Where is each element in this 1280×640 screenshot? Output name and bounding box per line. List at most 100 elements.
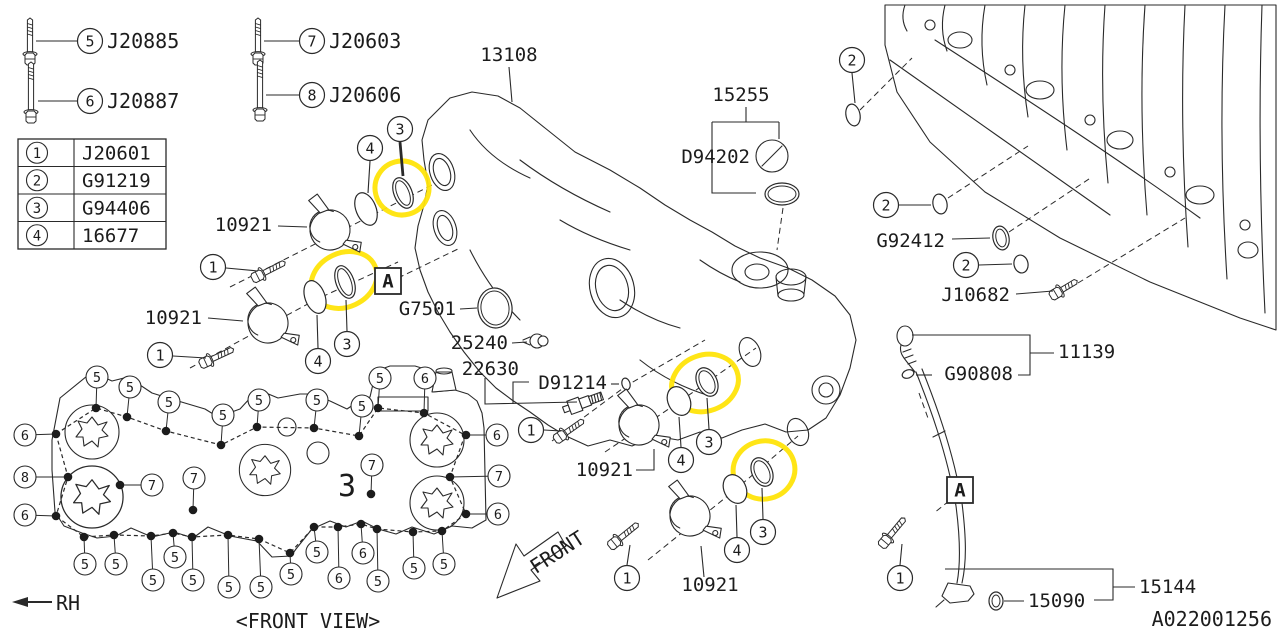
callout-number: 5 xyxy=(189,573,197,589)
leader-line xyxy=(636,449,655,471)
bolt-dot xyxy=(309,522,319,532)
legend-part: J20601 xyxy=(82,142,151,164)
callout-circle xyxy=(366,569,390,593)
callout-number: 5 xyxy=(165,395,173,411)
callout-circle xyxy=(386,115,414,143)
bolt-thread xyxy=(220,351,223,358)
axis-line xyxy=(859,57,913,111)
bolt-thread xyxy=(629,527,633,533)
callout-circle xyxy=(13,503,37,527)
front-label: FRONT xyxy=(525,526,589,579)
bolt-thread xyxy=(574,423,577,429)
bolt-thread xyxy=(27,23,33,26)
callout-circle xyxy=(140,473,164,497)
callout-leader xyxy=(172,355,207,359)
legend-num-circle xyxy=(25,224,49,247)
callout-circle xyxy=(327,566,351,590)
temp-sensor-drawing xyxy=(561,391,605,415)
callout-circle xyxy=(838,46,866,74)
bolt-dot xyxy=(223,530,233,540)
bolt-thread xyxy=(892,528,896,534)
bolt-dot xyxy=(461,509,471,519)
callout-circle xyxy=(182,466,206,490)
callout-circle xyxy=(157,390,181,414)
bolt-dot xyxy=(122,412,132,422)
o-ring xyxy=(988,591,1004,611)
callout-circle xyxy=(76,27,104,55)
callout-circle xyxy=(723,536,751,564)
leader-line xyxy=(945,568,1114,601)
bolt-head-line xyxy=(556,432,564,442)
bolt-dot xyxy=(419,408,429,418)
bolt-dot xyxy=(168,528,178,538)
bolt-dot xyxy=(187,532,197,542)
bolt-thread xyxy=(272,265,275,271)
bolt-dot xyxy=(333,522,343,532)
part-label: G7501 xyxy=(399,298,456,320)
bolt-dot xyxy=(115,480,125,490)
callout-circle xyxy=(146,341,174,369)
cam-sensor xyxy=(238,278,303,357)
legend-num: 4 xyxy=(33,228,41,244)
bolt-icon xyxy=(607,522,639,551)
legend-part: 16677 xyxy=(82,225,139,247)
leader-line xyxy=(207,317,244,322)
callout-leader xyxy=(367,160,371,194)
o-ring xyxy=(666,386,692,416)
rh-label: RH xyxy=(56,591,80,615)
callout-leader xyxy=(345,299,348,332)
cam-sensor xyxy=(660,471,725,550)
callout-number: 6 xyxy=(359,546,367,562)
bolt-thread xyxy=(28,74,34,77)
bolt-thread xyxy=(257,75,263,79)
o-ring xyxy=(845,103,861,127)
callout-number: 6 xyxy=(421,371,429,387)
bolt-icon xyxy=(23,61,39,124)
bolt-thread xyxy=(275,263,278,270)
callout-leader xyxy=(761,487,764,520)
bolt-thread xyxy=(255,26,261,30)
callout-number: 6 xyxy=(85,93,94,111)
callout-circle xyxy=(247,388,271,412)
callout-leader xyxy=(851,72,856,104)
axis-line xyxy=(776,207,784,251)
axis-line xyxy=(604,347,757,453)
part-label: 15144 xyxy=(1139,576,1196,598)
legend-num-circle xyxy=(25,196,49,219)
bolt-head-line xyxy=(880,538,889,546)
bolt-head-line xyxy=(202,357,208,367)
callout-number: 5 xyxy=(81,557,89,573)
callout-circle xyxy=(749,518,777,546)
cam-sensor xyxy=(609,380,674,459)
part-label: D91214 xyxy=(538,372,607,394)
callout-circle xyxy=(104,552,128,576)
part-label: G92412 xyxy=(876,230,945,252)
o-ring xyxy=(392,177,414,209)
callout-number: 4 xyxy=(365,140,374,158)
bolt-part-label: J20606 xyxy=(329,83,401,107)
part-label: G90808 xyxy=(944,363,1013,385)
callout-number: 7 xyxy=(148,478,156,494)
bolt-thread xyxy=(217,353,220,359)
callout-circle xyxy=(181,568,205,592)
bolt-thread xyxy=(1070,281,1073,287)
bolt-dot xyxy=(109,530,119,540)
callout-number: 1 xyxy=(155,347,164,365)
callout-number: 5 xyxy=(257,580,265,596)
callout-number: 5 xyxy=(376,371,384,387)
callout-number: 5 xyxy=(219,408,227,424)
leader-line xyxy=(512,381,529,404)
axis-line xyxy=(1077,217,1186,284)
bolt-thread xyxy=(257,65,263,68)
callout-number: 3 xyxy=(395,121,404,139)
engine-block-drawing xyxy=(884,4,1277,331)
legend-part: G94406 xyxy=(82,197,151,219)
leader-line xyxy=(484,378,578,405)
o-ring xyxy=(901,369,915,379)
o-ring-inner xyxy=(995,228,1007,248)
bolt-thread xyxy=(27,33,33,37)
detail-marker-box xyxy=(946,476,974,504)
bolt-icon xyxy=(877,517,906,549)
bolt-thread xyxy=(27,30,33,33)
o-ring xyxy=(1013,254,1029,274)
